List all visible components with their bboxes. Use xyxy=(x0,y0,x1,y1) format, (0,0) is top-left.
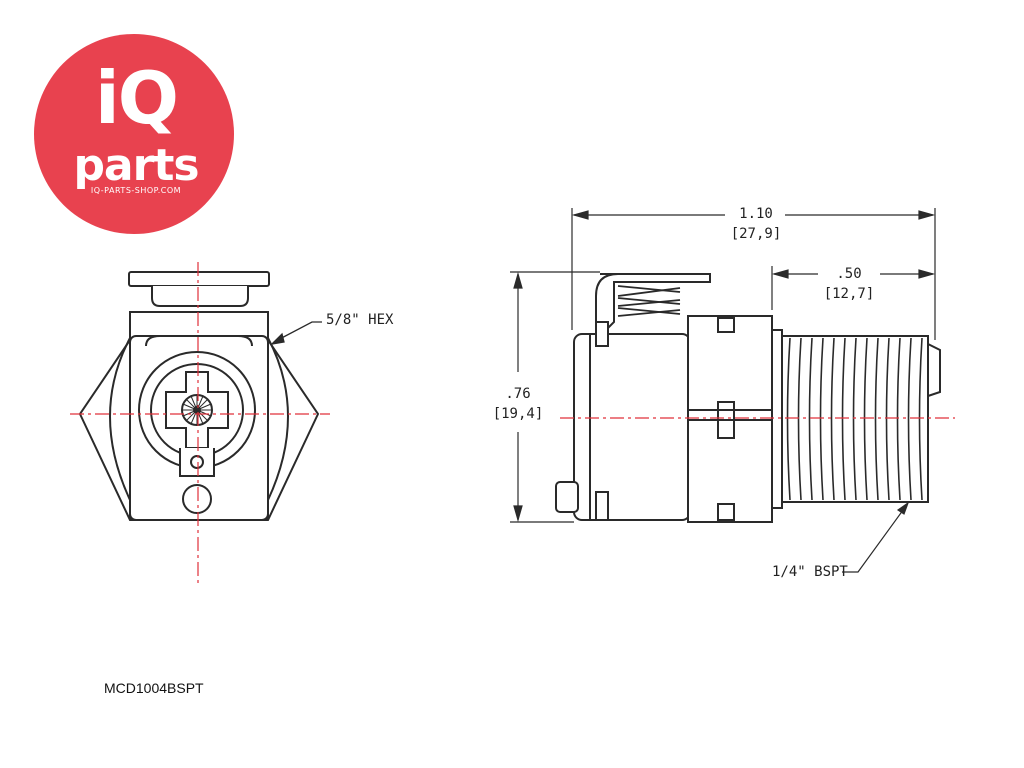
overall-length-prefix: 1 xyxy=(739,206,748,222)
hex-size-label: 5/8" HEX xyxy=(326,312,394,328)
center-lines xyxy=(70,262,955,585)
thread-type-label: 1/4" BSPT xyxy=(772,564,848,580)
thread-length-mm-label: [12,7] xyxy=(823,286,875,302)
overall-length-value: .10 xyxy=(747,206,773,222)
thread-ridge xyxy=(830,337,835,501)
height-mm-label: [19,4] xyxy=(492,406,544,422)
logo-url-text: IQ-PARTS-SHOP.COM xyxy=(90,186,182,195)
overall-length-mm-label: [27,9] xyxy=(730,226,782,242)
logo-iq-text: iQ xyxy=(95,56,179,140)
logo-parts-text: parts xyxy=(73,140,199,191)
side-view xyxy=(555,273,941,523)
logo-circle xyxy=(34,34,234,234)
height-label: .76 xyxy=(505,386,531,402)
hex-leader xyxy=(270,321,322,345)
part-number: MCD1004BSPT xyxy=(104,680,204,696)
front-view xyxy=(78,271,320,521)
thread-length-label: .50 xyxy=(836,266,862,282)
thread-ridge xyxy=(874,337,879,501)
dimension-lines xyxy=(510,208,936,573)
thread-ridge xyxy=(907,337,912,501)
thread-ridge xyxy=(808,337,813,501)
overall-length-label: 1.10 xyxy=(726,206,786,222)
